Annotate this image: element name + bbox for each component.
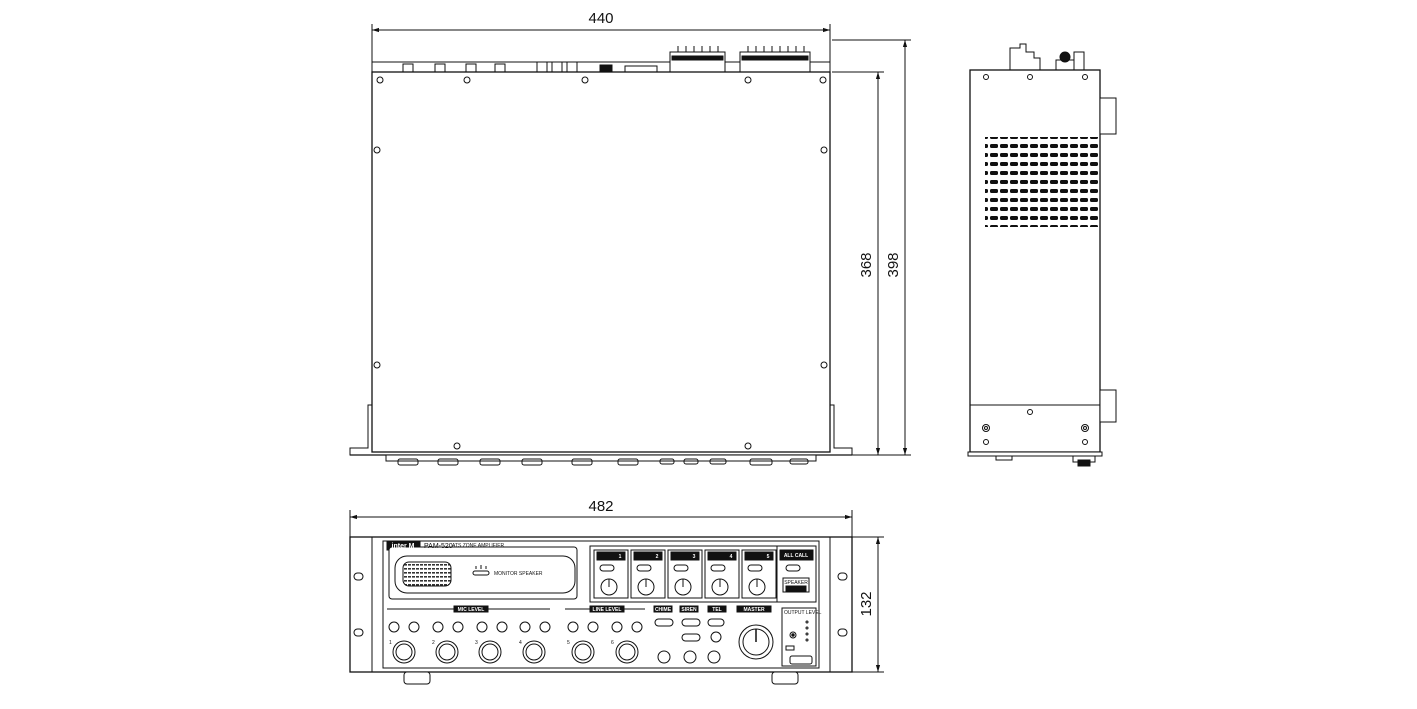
- level-knobs: [392, 640, 639, 664]
- front-brand-logo: inter M: [392, 543, 415, 550]
- line-section-label: LINE LEVEL: [593, 607, 622, 613]
- tone-knobs: [388, 621, 643, 633]
- top-screws: [373, 76, 828, 450]
- channel-label-4: 4: [519, 640, 522, 646]
- zone-label-4: 4: [730, 554, 733, 560]
- channel-label-6: 6: [611, 640, 614, 646]
- chime-label: CHIME: [655, 607, 672, 613]
- dim-front-height: 132: [858, 591, 875, 616]
- channel-label-1: 1: [389, 640, 392, 646]
- siren-label: SIREN: [681, 607, 697, 613]
- zone-number-labels: 1 2 3 4 5: [619, 554, 770, 560]
- top-view: [349, 24, 911, 466]
- speaker-label: SPEAKER: [784, 580, 808, 586]
- channel-number-labels: 1 2 3 4 5 6: [389, 640, 614, 646]
- channel-label-3: 3: [475, 640, 478, 646]
- side-view: [967, 43, 1117, 467]
- monitor-speaker-label: MONITOR SPEAKER: [494, 571, 543, 577]
- master-label: MASTER: [743, 607, 765, 613]
- channel-label-2: 2: [432, 640, 435, 646]
- channel-label-5: 5: [567, 640, 570, 646]
- front-subtitle: ATS ZONE AMPLIFIER: [452, 543, 505, 549]
- all-call-label: ALL CALL: [784, 553, 808, 559]
- dim-depth-outer: 398: [885, 252, 902, 277]
- dim-depth-inner: 368: [858, 252, 875, 277]
- mic-section-label: MIC LEVEL: [458, 607, 485, 613]
- zone-label-2: 2: [656, 554, 659, 560]
- zone-label-5: 5: [767, 554, 770, 560]
- front-view: [349, 510, 884, 685]
- dim-top-width: 440: [588, 10, 613, 27]
- front-model-name: PAM-520: [424, 543, 453, 550]
- zone-modules: [593, 549, 777, 599]
- output-level-label: OUTPUT LEVEL: [784, 610, 822, 616]
- tel-label: TEL: [712, 607, 721, 613]
- zone-label-3: 3: [693, 554, 696, 560]
- zone-label-1: 1: [619, 554, 622, 560]
- dim-front-width: 482: [588, 498, 613, 515]
